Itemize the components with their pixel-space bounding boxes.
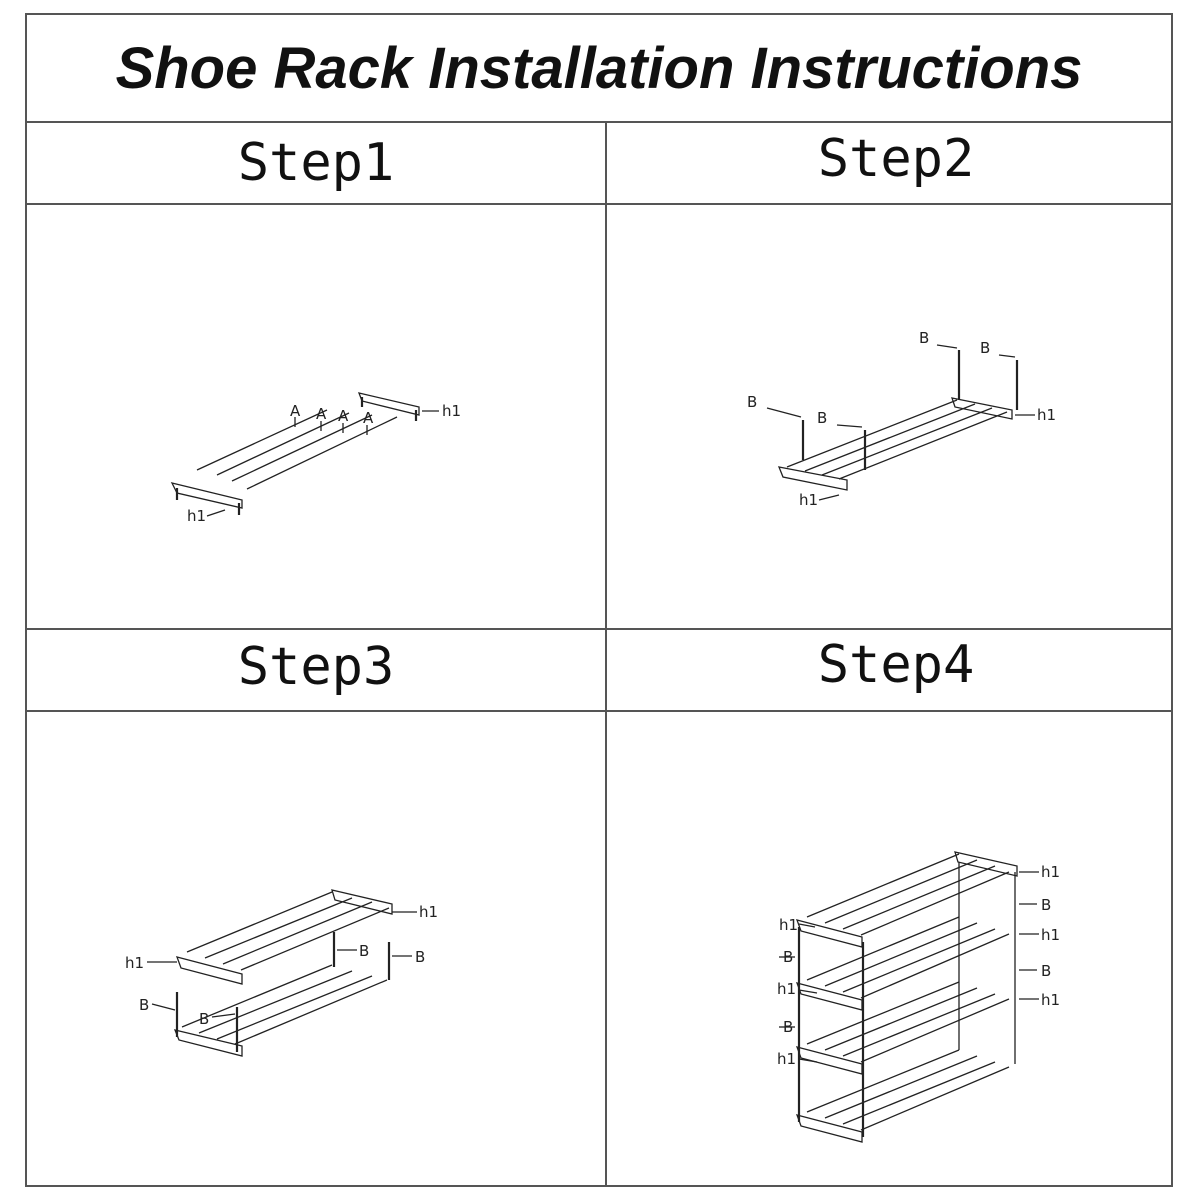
step2-diagram: B B B B h1 h1 — [607, 205, 1183, 628]
step4-part-h1-r3: h1 — [1041, 991, 1060, 1009]
instruction-sheet: Shoe Rack Installation Instructions Step… — [25, 13, 1173, 1187]
step3-part-h1-back: h1 — [419, 903, 438, 921]
step2-part-b2: B — [817, 409, 827, 427]
step1-part-a4: A — [363, 409, 374, 427]
step4-part-b-l2: B — [783, 1018, 793, 1036]
step3-part-h1-front: h1 — [125, 954, 144, 972]
step1-diagram: A A A A h1 h1 — [27, 205, 603, 628]
step2-part-h1-front: h1 — [799, 491, 818, 509]
step2-part-b3: B — [919, 329, 929, 347]
page-title: Shoe Rack Installation Instructions — [115, 35, 1083, 101]
step4-label: Step4 — [817, 635, 975, 695]
grid-divider-vertical — [605, 123, 607, 1187]
step2-label: Step2 — [817, 129, 975, 189]
step3-label: Step3 — [237, 637, 395, 697]
step3-part-b4: B — [199, 1010, 209, 1028]
step4-part-h1-l1: h1 — [779, 916, 798, 934]
step3-part-b1: B — [359, 942, 369, 960]
step1-part-h1-back: h1 — [442, 402, 461, 420]
step1-part-a1: A — [290, 402, 301, 420]
step1-part-a3: A — [338, 407, 349, 425]
step3-diagram: h1 h1 B B B B — [27, 712, 603, 1187]
step3-part-b2: B — [415, 948, 425, 966]
step4-part-b-l1: B — [783, 948, 793, 966]
step1-part-a2: A — [316, 405, 327, 423]
step2-part-h1-back: h1 — [1037, 406, 1056, 424]
step4-part-h1-l2: h1 — [777, 980, 796, 998]
step2-part-b4: B — [980, 339, 990, 357]
step1-part-h1-front: h1 — [187, 507, 206, 525]
step2-part-b1: B — [747, 393, 757, 411]
step3-part-b3: B — [139, 996, 149, 1014]
grid-divider-h1 — [27, 203, 1171, 205]
step4-part-h1-l3: h1 — [777, 1050, 796, 1068]
grid-divider-h3 — [27, 710, 1171, 712]
step4-diagram: h1 B h1 B h1 h1 B h1 B h1 — [607, 712, 1183, 1187]
step4-part-b-r2: B — [1041, 962, 1051, 980]
step4-part-h1-r1: h1 — [1041, 863, 1060, 881]
step1-label: Step1 — [237, 133, 395, 193]
title-row: Shoe Rack Installation Instructions — [27, 15, 1171, 123]
grid-divider-h2 — [27, 628, 1171, 630]
step4-part-b-r1: B — [1041, 896, 1051, 914]
step4-part-h1-r2: h1 — [1041, 926, 1060, 944]
